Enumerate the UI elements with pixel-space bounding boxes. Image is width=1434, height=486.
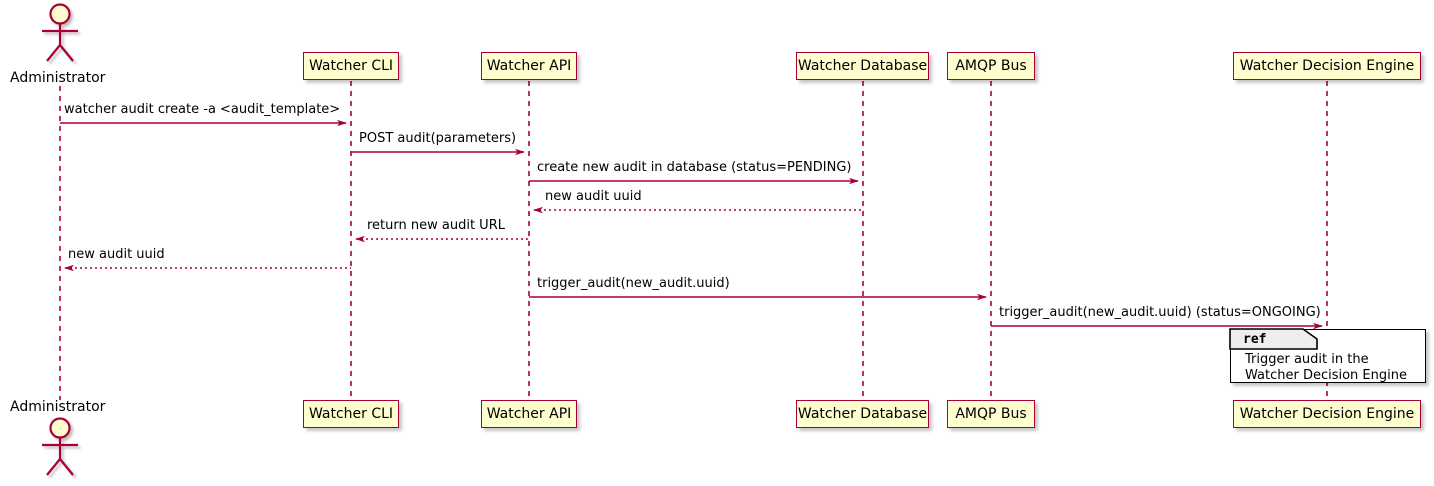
lifelines [59, 81, 1328, 400]
message-label-new-audit-uuid-db: new audit uuid [545, 189, 642, 204]
ref-fragment-body: Trigger audit in the Watcher Decision En… [1245, 352, 1407, 384]
participant-amqp-bus-bottom[interactable]: AMQP Bus [947, 400, 1035, 428]
participant-watcher-decision-engine-top[interactable]: Watcher Decision Engine [1233, 52, 1421, 80]
participant-watcher-database-top[interactable]: Watcher Database [796, 52, 929, 80]
ref-tab-shape [1229, 328, 1319, 351]
message-label-watcher-audit-create: watcher audit create -a <audit_template> [64, 102, 341, 117]
ref-fragment-line-1: Trigger audit in the [1245, 352, 1369, 367]
message-label-new-audit-uuid-admin: new audit uuid [68, 247, 165, 262]
participant-watcher-api-bottom[interactable]: Watcher API [481, 400, 577, 428]
participant-watcher-cli-bottom[interactable]: Watcher CLI [303, 400, 399, 428]
participant-watcher-decision-engine-bottom[interactable]: Watcher Decision Engine [1233, 400, 1421, 428]
ref-fragment-line-2: Watcher Decision Engine [1245, 368, 1407, 383]
message-label-create-new-audit: create new audit in database (status=PEN… [537, 160, 852, 175]
message-label-trigger-audit: trigger_audit(new_audit.uuid) [537, 276, 730, 291]
actor-label-administrator-bottom: Administrator [10, 399, 106, 415]
message-label-return-new-audit-url: return new audit URL [367, 218, 505, 233]
actor-figure-top [42, 3, 78, 62]
ref-fragment-keyword: ref [1243, 332, 1267, 347]
message-label-trigger-audit-ongoing: trigger_audit(new_audit.uuid) (status=ON… [999, 305, 1321, 320]
participant-watcher-database-bottom[interactable]: Watcher Database [796, 400, 929, 428]
participant-watcher-cli-top[interactable]: Watcher CLI [303, 52, 399, 80]
participant-watcher-api-top[interactable]: Watcher API [481, 52, 577, 80]
message-label-post-audit: POST audit(parameters) [359, 131, 517, 146]
actor-label-administrator-top: Administrator [10, 70, 106, 86]
participant-amqp-bus-top[interactable]: AMQP Bus [947, 52, 1035, 80]
message-arrows [60, 119, 1323, 330]
actor-figure-bottom [42, 417, 78, 476]
ref-fragment-trigger-audit: ref Trigger audit in the Watcher Decisio… [1229, 328, 1426, 384]
